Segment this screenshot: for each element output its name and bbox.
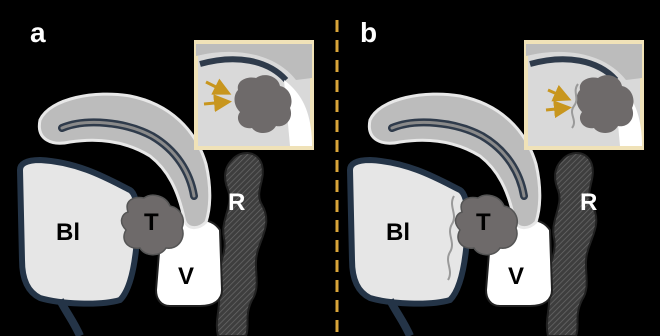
panel-b-bladder-label: Bl <box>386 219 410 246</box>
panel-b-tumor-label: T <box>476 209 491 236</box>
panel-b-arrow-2 <box>546 108 566 110</box>
panel-a-vagina-label: V <box>178 263 194 290</box>
panel-b-letter: b <box>360 17 377 48</box>
panel-b-inset <box>526 42 642 148</box>
panel-b-rectum-label: R <box>580 189 597 216</box>
panel-a-inset <box>196 42 312 148</box>
panel-a-tumor-label: T <box>144 209 159 236</box>
panel-b-vagina-label: V <box>508 263 524 290</box>
panel-a-bladder-label: Bl <box>56 219 80 246</box>
panel-a-rectum-label: R <box>228 189 245 216</box>
panel-a-arrow-2 <box>204 102 226 104</box>
panel-a-letter: a <box>30 17 46 48</box>
